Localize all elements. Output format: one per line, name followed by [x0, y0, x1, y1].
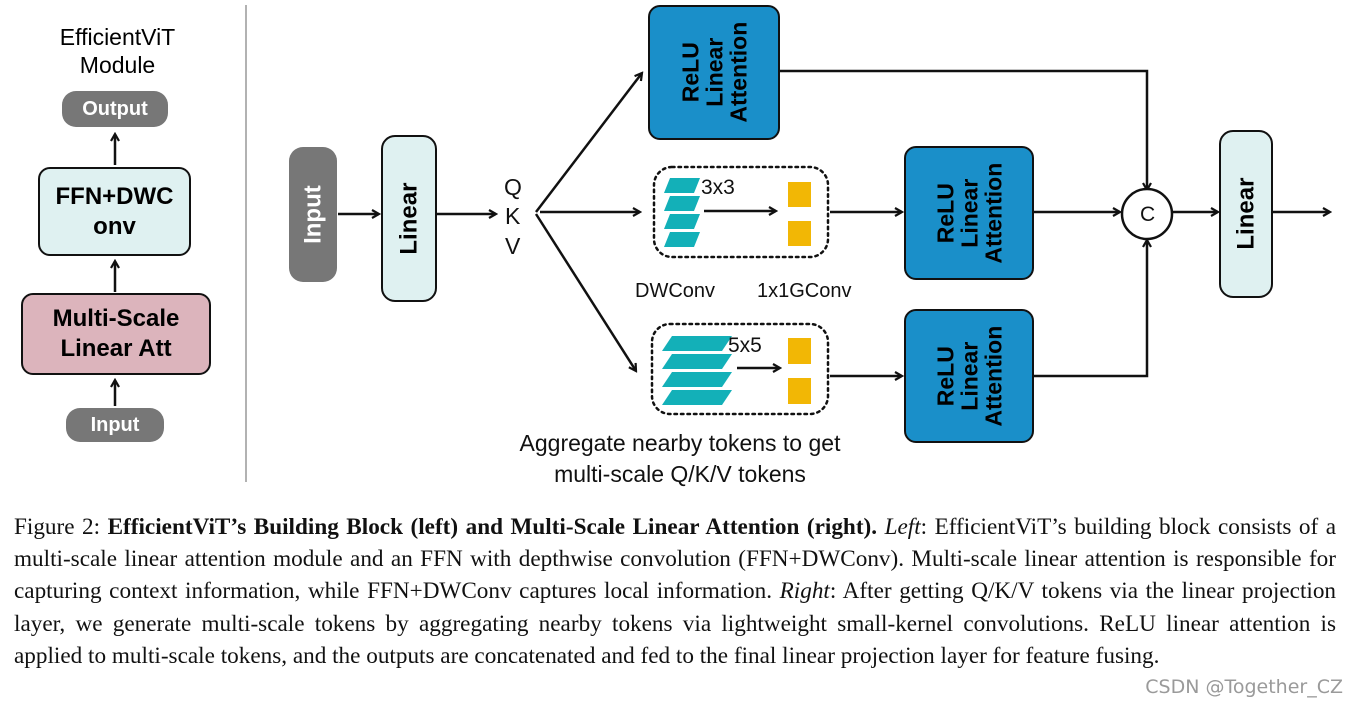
input-node-right: Input [289, 147, 337, 282]
relu-bottom-line3: Attention [980, 325, 1007, 427]
figure-caption: Figure 2: EfficientViT’s Building Block … [14, 511, 1336, 672]
caption-right-text: : After getting Q/K/V tokens via the lin… [14, 578, 1337, 669]
caption-right-word: Right [779, 578, 830, 605]
input-label-left: Input [90, 413, 140, 436]
conv-group-5x5 [650, 322, 830, 416]
watermark: CSDN @Together_CZ [1145, 676, 1343, 698]
module-title-line1: EfficientViT [59, 24, 176, 50]
v-label: V [505, 233, 521, 259]
path-top-relu-to-concat [780, 69, 1147, 190]
conv-group-3x3 [652, 165, 830, 259]
diagram-connectors [0, 5, 1357, 482]
relu-top-line1: ReLU [676, 42, 703, 103]
kernel-5x5-label: 5x5 [728, 334, 762, 357]
msa-label-line2: Linear Att [60, 335, 172, 362]
aggregate-line2: multi-scale Q/K/V tokens [554, 461, 806, 487]
linear-out-label: Linear [1232, 177, 1260, 251]
dwconv-3x3-tokens [664, 178, 700, 247]
relu-top-line2: Linear [700, 37, 727, 108]
caption-left-text: : EfficientViT’s building block consists… [14, 514, 1337, 605]
relu-attention-bottom: ReLU Linear Attention [904, 309, 1034, 443]
caption-left-word: Left [884, 514, 921, 540]
relu-attention-top: ReLU Linear Attention [648, 5, 780, 140]
branch-bottom [534, 213, 636, 371]
relu-bottom-line2: Linear [955, 341, 982, 411]
multi-scale-attention-block: Multi-Scale Linear Att [21, 293, 211, 375]
relu-attention-mid: ReLU Linear Attention [904, 146, 1034, 280]
ffn-label-line2: onv [93, 212, 136, 240]
relu-mid-line3: Attention [980, 162, 1007, 264]
k-label: K [505, 203, 521, 229]
output-label: Output [82, 97, 148, 120]
linear-in-label: Linear [395, 182, 423, 255]
module-title-line2: Module [79, 51, 156, 78]
module-title: EfficientViT Module [20, 24, 215, 79]
caption-bold-title: EfficientViT’s Building Block (left) and… [107, 514, 878, 540]
q-label: Q [504, 174, 522, 200]
ffn-dwconv-block: FFN+DWC onv [38, 167, 191, 256]
dwconv-5x5-tokens [662, 336, 732, 405]
aggregate-note: Aggregate nearby tokens to get multi-sca… [470, 428, 890, 490]
branch-top [535, 73, 642, 213]
kernel-3x3-label: 3x3 [701, 176, 735, 199]
caption-label: Figure 2: [14, 514, 101, 540]
gconv-label: 1x1GConv [757, 280, 852, 302]
dwconv-label: DWConv [635, 280, 716, 302]
ffn-label-line1: FFN+DWC [55, 182, 174, 210]
path-bottom-relu-to-concat [1034, 240, 1147, 378]
concat-label: C [1140, 203, 1156, 226]
output-node: Output [62, 91, 168, 127]
gconv-tokens-5x5 [788, 338, 811, 404]
concat-circle [1120, 187, 1174, 241]
relu-bottom-line1: ReLU [931, 345, 958, 407]
input-label-right: Input [299, 185, 327, 244]
msa-label-line1: Multi-Scale [52, 305, 180, 332]
linear-out-block: Linear [1219, 130, 1273, 298]
gconv-tokens-3x3 [788, 182, 811, 246]
aggregate-line1: Aggregate nearby tokens to get [519, 430, 841, 456]
linear-in-block: Linear [381, 135, 437, 302]
relu-mid-line2: Linear [955, 178, 982, 248]
input-node-left: Input [66, 408, 164, 442]
relu-top-line3: Attention [725, 22, 752, 123]
relu-mid-line1: ReLU [931, 182, 958, 244]
